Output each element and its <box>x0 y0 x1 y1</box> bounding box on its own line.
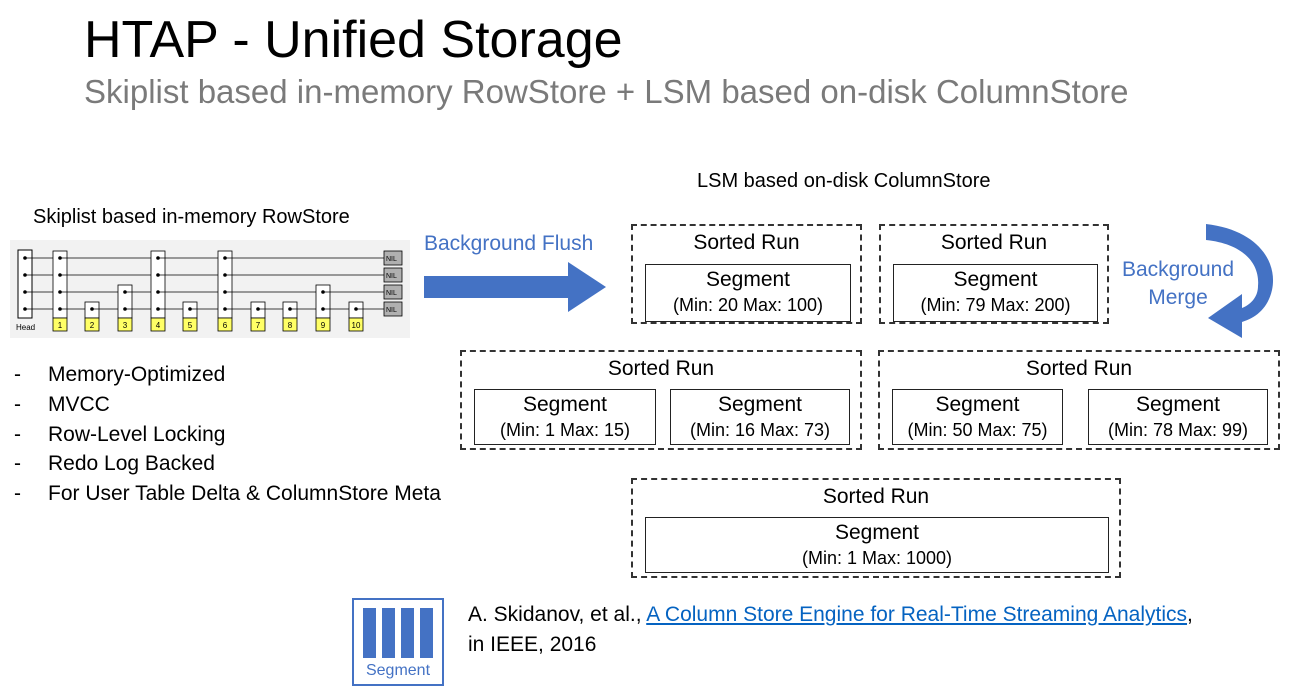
segment-title: Segment <box>717 393 803 416</box>
title-emphasis: HTAP <box>84 11 218 69</box>
segment-range: (Min: 79 Max: 200) <box>920 295 1071 315</box>
page-title: HTAP - Unified Storage <box>84 8 623 72</box>
segment: Segment (Min: 1 Max: 15) <box>474 389 656 445</box>
feature-item: - MVCC <box>14 390 441 420</box>
segment-range: (Min: 20 Max: 100) <box>672 295 824 315</box>
nil-label: NIL <box>386 256 397 263</box>
segment-range: (Min: 1 Max: 1000) <box>801 548 953 568</box>
merge-label-line1: Background <box>1121 258 1235 281</box>
merge-arrow-icon <box>1206 224 1274 338</box>
segment: Segment (Min: 50 Max: 75) <box>892 389 1063 445</box>
sorted-run-title: Sorted Run <box>607 357 715 380</box>
segment-title: Segment <box>953 268 1038 291</box>
sorted-run-title: Sorted Run <box>693 231 800 254</box>
segment-title: Segment <box>1135 393 1221 416</box>
skiplist-node-key <box>84 317 100 332</box>
skiplist-node-tower <box>315 284 331 319</box>
segment-legend-label: Segment <box>365 662 431 679</box>
page-subtitle: Skiplist based in-memory RowStore + LSM … <box>84 73 1129 110</box>
skiplist-node-key <box>52 317 68 332</box>
segment: Segment (Min: 78 Max: 99) <box>1088 389 1268 445</box>
segment: Segment (Min: 1 Max: 1000) <box>645 517 1109 573</box>
rowstore-label: Skiplist based in-memory RowStore <box>33 206 350 228</box>
skiplist-node-label: 6 <box>223 321 228 330</box>
feature-item: - For User Table Delta & ColumnStore Meta <box>14 479 441 509</box>
sorted-run-title: Sorted Run <box>940 231 1048 254</box>
flush-label: Background Flush <box>424 232 594 255</box>
feature-text: Memory-Optimized <box>48 363 226 386</box>
citation-link[interactable]: A Column Store Engine for Real-Time Stre… <box>646 603 1188 626</box>
skiplist-node-key <box>217 317 233 332</box>
flush-arrow-icon <box>424 262 606 312</box>
skiplist-node-label: 5 <box>188 321 193 330</box>
citation-comma: , <box>1187 603 1193 626</box>
skiplist-head-label: Head <box>16 323 35 332</box>
skiplist-node-label: 3 <box>123 321 128 330</box>
feature-text: For User Table Delta & ColumnStore Meta <box>48 482 441 506</box>
skiplist-node-key <box>348 317 364 332</box>
feature-item: - Row-Level Locking <box>14 420 441 450</box>
skiplist-structure: Head NIL NIL NIL NIL 1 2 3 4 5 6 7 8 9 10 <box>16 249 403 332</box>
feature-item: - Memory-Optimized <box>14 360 441 390</box>
skiplist-head <box>17 249 33 319</box>
segment-title: Segment <box>522 393 608 416</box>
citation: A. Skidanov, et al., A Column Store Engi… <box>468 600 1193 660</box>
skiplist-node-label: 9 <box>321 321 326 330</box>
skiplist-node-key <box>282 317 298 332</box>
feature-item: - Redo Log Backed <box>14 449 441 479</box>
skiplist-node-label: 7 <box>256 321 261 330</box>
feature-text: Redo Log Backed <box>48 452 215 476</box>
bullet-dash: - <box>14 482 21 506</box>
merge-label-line2: Merge <box>1148 286 1208 309</box>
bullet-dash: - <box>14 392 21 416</box>
bullet-dash: - <box>14 452 21 476</box>
skiplist-diagram: Head NIL NIL NIL NIL 1 2 3 4 5 6 7 8 9 10 <box>10 240 410 338</box>
nil-label: NIL <box>386 273 397 280</box>
columnstore-label: LSM based on-disk ColumnStore <box>697 170 991 192</box>
skiplist-node-key <box>182 317 198 332</box>
feature-text: Row-Level Locking <box>48 422 226 446</box>
skiplist-node-label: 10 <box>352 321 361 330</box>
segment: Segment (Min: 79 Max: 200) <box>893 264 1098 322</box>
nil-label: NIL <box>386 290 397 297</box>
segment-title: Segment <box>705 268 791 291</box>
skiplist-node-key <box>315 317 331 332</box>
skiplist-node-label: 4 <box>156 321 161 330</box>
skiplist-node-key <box>150 317 166 332</box>
bullet-dash: - <box>14 422 21 446</box>
sorted-run-title: Sorted Run <box>1025 357 1133 380</box>
title-rest: - Unified Storage <box>217 11 623 69</box>
feature-list: - Memory-Optimized - MVCC - Row-Level Locking… <box>14 360 441 509</box>
skiplist-node-label: 1 <box>58 321 63 330</box>
citation-authors: A. Skidanov, et al., <box>468 603 647 626</box>
segment-legend-icon: Segment <box>352 598 444 686</box>
segment-title: Segment <box>834 521 920 544</box>
skiplist-node-key <box>117 317 133 332</box>
segment: Segment (Min: 20 Max: 100) <box>645 264 851 322</box>
segment-range: (Min: 16 Max: 73) <box>689 420 831 440</box>
segment-range: (Min: 1 Max: 15) <box>499 420 631 440</box>
nil-label: NIL <box>386 307 397 314</box>
segment-range: (Min: 78 Max: 99) <box>1107 420 1249 440</box>
sorted-run-title: Sorted Run <box>822 485 930 508</box>
bullet-dash: - <box>14 363 21 386</box>
feature-text: MVCC <box>48 392 110 416</box>
merge-label: Background Merge <box>1118 256 1238 312</box>
skiplist-node-tower <box>117 284 133 319</box>
skiplist-node-key <box>250 317 266 332</box>
segment-title: Segment <box>935 393 1020 416</box>
skiplist-node-label: 2 <box>90 321 95 330</box>
citation-venue: in IEEE, 2016 <box>468 633 597 656</box>
skiplist-node-label: 8 <box>288 321 293 330</box>
segment: Segment (Min: 16 Max: 73) <box>670 389 850 445</box>
segment-range: (Min: 50 Max: 75) <box>907 420 1048 440</box>
